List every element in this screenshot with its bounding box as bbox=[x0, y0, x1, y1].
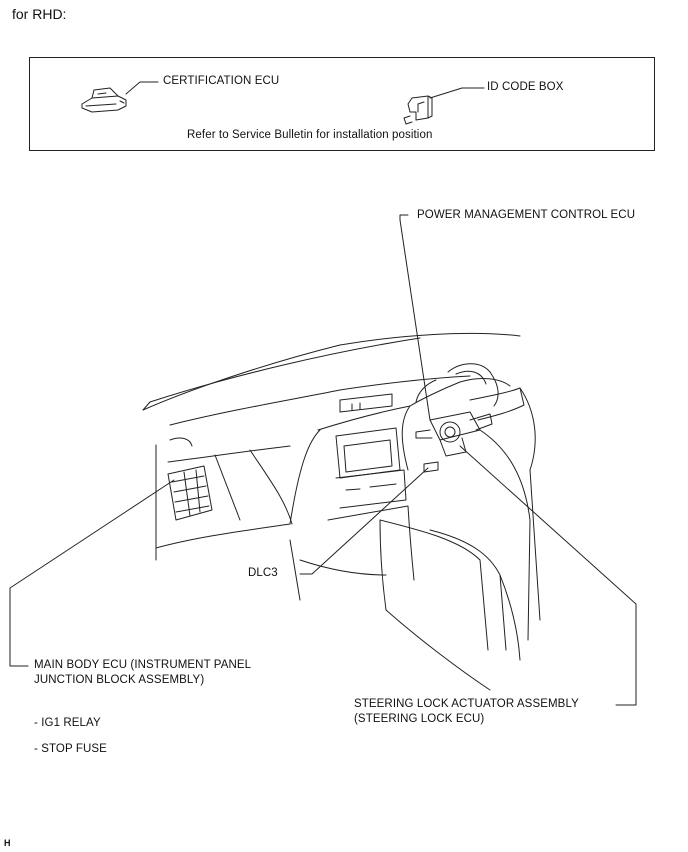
page-title: for RHD: bbox=[12, 6, 67, 22]
power-management-label: POWER MANAGEMENT CONTROL ECU bbox=[417, 209, 636, 221]
dlc3-label: DLC3 bbox=[248, 567, 278, 579]
main-body-ecu-label-line1: MAIN BODY ECU (INSTRUMENT PANEL bbox=[34, 659, 252, 671]
power-management-leader bbox=[399, 214, 431, 421]
id-code-box-label: ID CODE BOX bbox=[487, 81, 564, 93]
certification-ecu-label: CERTIFICATION ECU bbox=[163, 75, 280, 87]
certification-ecu-leader bbox=[125, 81, 159, 95]
main-body-ecu-leader bbox=[9, 479, 175, 667]
dashboard-outline bbox=[142, 332, 541, 691]
dlc3-connector bbox=[423, 461, 439, 473]
junction-block bbox=[167, 465, 213, 521]
inset-note: Refer to Service Bulletin for installati… bbox=[187, 129, 433, 141]
sub-item-stop-fuse: - STOP FUSE bbox=[34, 743, 107, 755]
steering-column bbox=[415, 411, 493, 457]
sub-item-ig1-relay: - IG1 RELAY bbox=[34, 717, 101, 729]
inset-box bbox=[29, 57, 655, 151]
steering-lock-label-line2: (STEERING LOCK ECU) bbox=[354, 713, 485, 725]
certification-ecu-part bbox=[81, 87, 127, 113]
steering-lock-leader bbox=[459, 445, 637, 706]
id-code-box-leader bbox=[429, 87, 485, 99]
id-code-box-part bbox=[403, 95, 433, 125]
steering-lock-label-line1: STEERING LOCK ACTUATOR ASSEMBLY bbox=[354, 698, 579, 710]
main-body-ecu-label-line2: JUNCTION BLOCK ASSEMBLY) bbox=[34, 674, 205, 686]
dlc3-leader bbox=[299, 467, 429, 575]
figure-code: H bbox=[4, 838, 11, 848]
